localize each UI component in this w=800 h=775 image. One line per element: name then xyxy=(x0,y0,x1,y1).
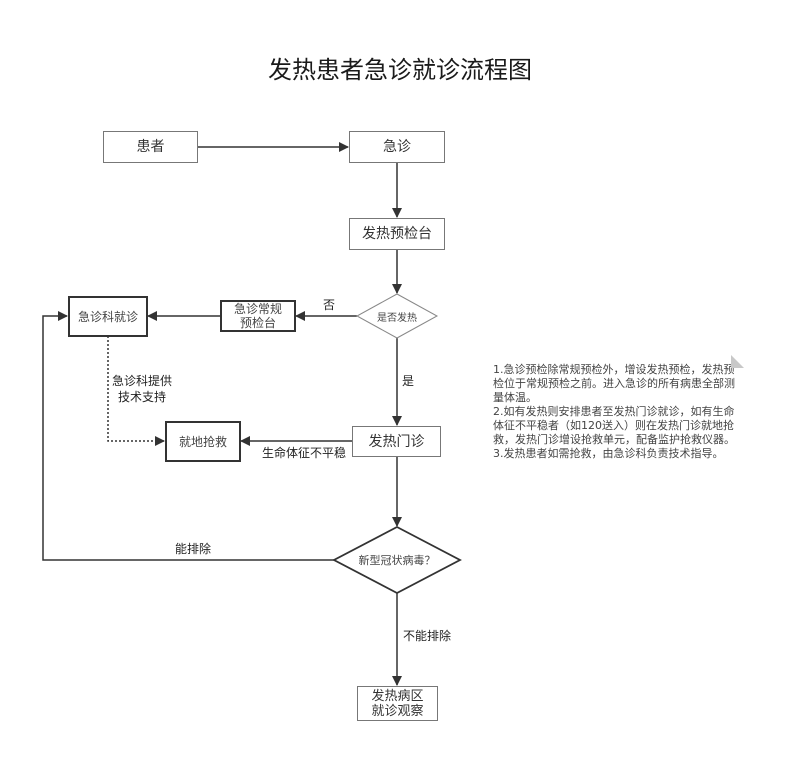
node-routine-triage: 急诊常规 预检台 xyxy=(220,300,296,332)
node-onsite-rescue-label: 就地抢救 xyxy=(178,434,227,449)
node-patient: 患者 xyxy=(103,131,198,163)
node-onsite-rescue: 就地抢救 xyxy=(165,421,241,462)
node-er-consult-label: 急诊科就诊 xyxy=(77,309,138,324)
edge-label-unstable-vitals: 生命体征不平稳 xyxy=(262,446,347,460)
node-er-consult: 急诊科就诊 xyxy=(68,296,148,337)
node-fever-clinic: 发热门诊 xyxy=(352,426,441,457)
node-fever-ward-line1: 发热病区 xyxy=(371,688,424,704)
edge-label-tech-support-line1: 急诊科提供 xyxy=(112,374,173,388)
edge-label-tech-support: 急诊科提供 技术支持 xyxy=(112,373,172,405)
node-fever-ward-line2: 就诊观察 xyxy=(371,703,424,719)
note-fold-corner-icon xyxy=(731,355,744,368)
node-routine-triage-line1: 急诊常规 xyxy=(233,302,282,316)
edge-er-support-to-rescue xyxy=(107,336,165,446)
edge-label-no: 否 xyxy=(323,298,336,312)
page-title: 发热患者急诊就诊流程图 xyxy=(268,56,532,84)
node-emergency: 急诊 xyxy=(349,131,445,163)
decision-is-fever-label-wrap: 是否发热 xyxy=(357,306,437,326)
node-emergency-label: 急诊 xyxy=(383,139,411,155)
note-item: 3.发热患者如需抢救，由急诊科负责技术指导。 xyxy=(493,447,724,460)
edge-covid-to-er xyxy=(42,311,334,561)
notes-block: 1.急诊预检除常规预检外，增设发热预检，发热预检位于常规预检之前。进入急诊的所有… xyxy=(493,363,743,461)
decision-is-fever-label: 是否发热 xyxy=(377,312,417,324)
node-fever-triage-label: 发热预检台 xyxy=(362,226,432,242)
decision-is-fever xyxy=(355,293,439,339)
edge-label-cannot-exclude: 不能排除 xyxy=(403,629,452,643)
node-fever-triage: 发热预检台 xyxy=(349,218,445,250)
node-fever-ward: 发热病区 就诊观察 xyxy=(357,686,438,721)
decision-covid-label-wrap: 新型冠状病毒？ xyxy=(334,550,460,570)
edge-label-yes: 是 xyxy=(402,374,415,388)
node-patient-label: 患者 xyxy=(136,139,165,155)
node-routine-triage-line2: 预检台 xyxy=(239,316,276,330)
node-fever-clinic-label: 发热门诊 xyxy=(368,433,425,450)
note-item: 1.急诊预检除常规预检外，增设发热预检，发热预检位于常规预检之前。进入急诊的所有… xyxy=(493,363,735,404)
edge-label-tech-support-line2: 技术支持 xyxy=(118,390,167,404)
decision-covid xyxy=(332,525,462,595)
note-item: 2.如有发热则安排患者至发热门诊就诊，如有生命体征不平稳者（如120送入）则在发… xyxy=(493,405,735,446)
edge-label-can-exclude: 能排除 xyxy=(175,542,212,556)
decision-covid-label: 新型冠状病毒？ xyxy=(358,554,436,567)
